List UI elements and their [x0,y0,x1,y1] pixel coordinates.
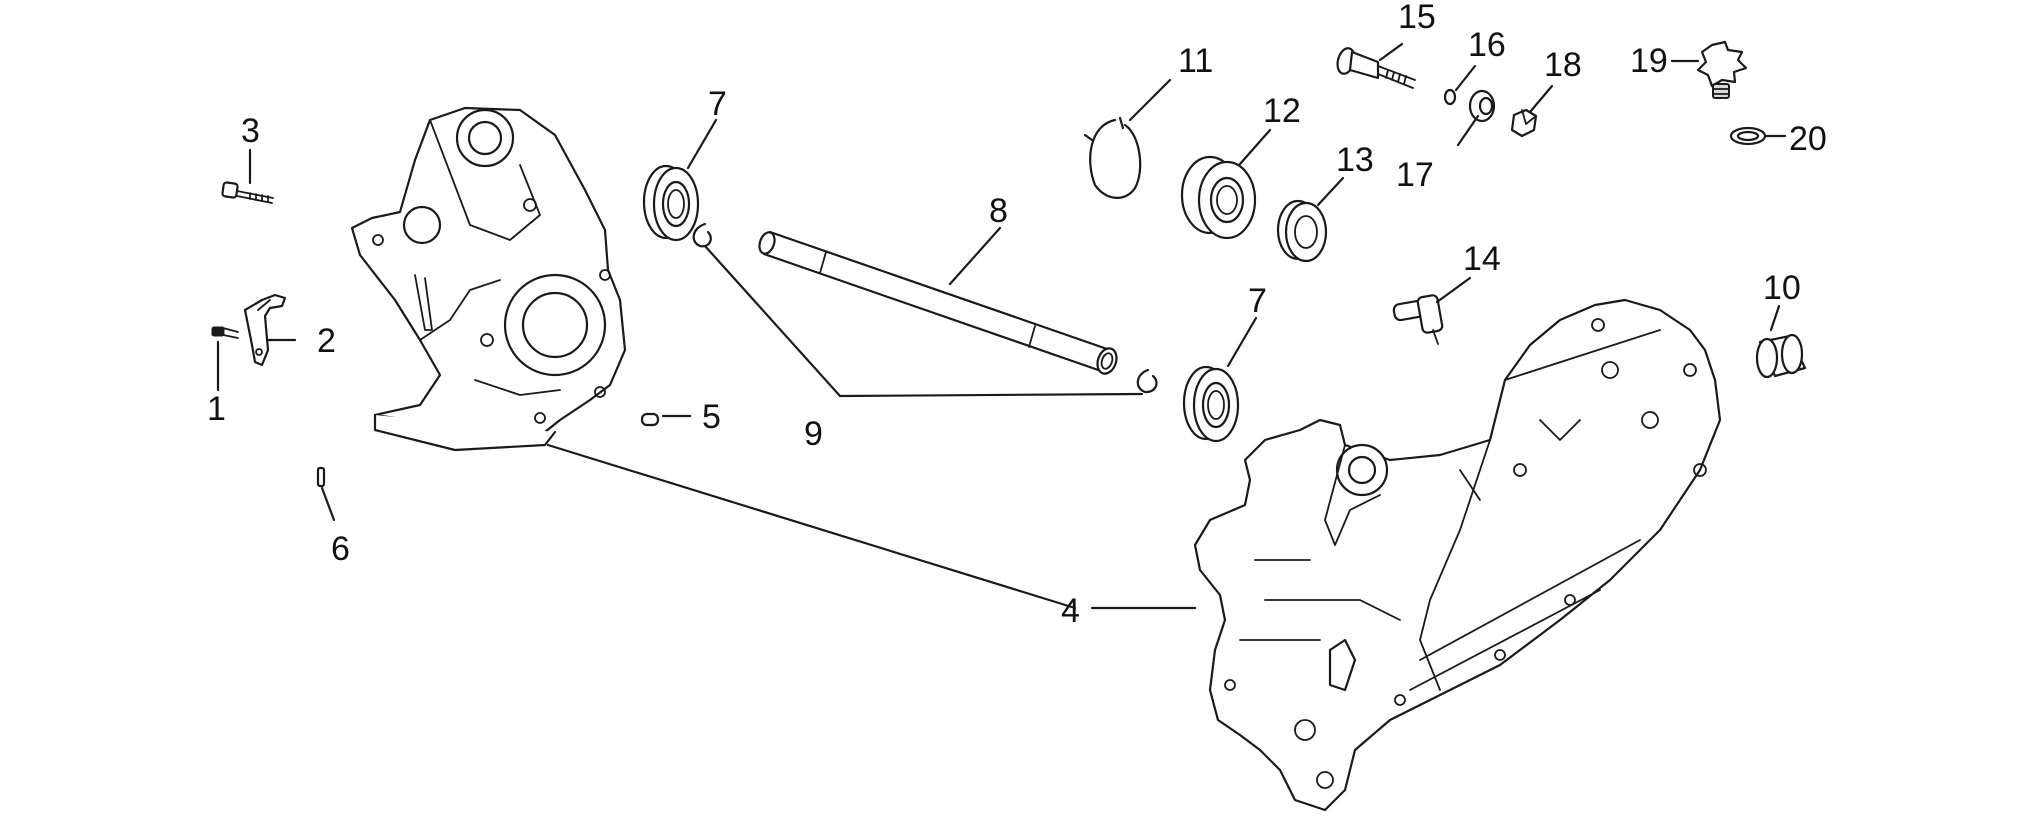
drain-plug-part-19 [1696,40,1748,99]
bearing-part-12 [1180,155,1257,240]
label-part-4: 4 [1061,592,1080,630]
label-part-9: 9 [804,415,823,453]
label-part-3: 3 [241,112,260,150]
washer-part-20 [1729,126,1767,146]
pin-part-6 [316,466,326,488]
bearing-part-7-top [642,164,700,242]
right-crankcase-half [1193,298,1722,812]
label-part-7-top: 7 [708,85,727,123]
bolt-part-3 [221,181,274,204]
label-part-2: 2 [317,322,336,360]
dowel-part-5 [640,412,660,427]
washer-part-17 [1468,89,1496,123]
label-part-18: 18 [1544,46,1582,84]
seal-part-13 [1276,199,1328,263]
label-part-20: 20 [1789,120,1827,158]
label-part-15: 15 [1398,0,1436,36]
label-part-8: 8 [989,192,1008,230]
label-part-19: 19 [1630,42,1668,80]
label-part-12: 12 [1263,92,1301,130]
circlip-part-9-right [1136,368,1158,394]
left-crankcase-half [350,106,627,452]
leader-lines [216,42,1787,610]
circlip-part-9-left [692,222,712,248]
label-part-11: 11 [1178,42,1213,80]
label-part-7-bottom: 7 [1248,282,1267,320]
label-part-13: 13 [1336,141,1374,179]
shaft-part-8 [758,230,1118,375]
nut-part-18 [1510,108,1538,138]
label-part-5: 5 [702,398,721,436]
elbow-fitting-part-14 [1392,294,1444,345]
label-part-6: 6 [331,530,350,568]
screw-part-1 [211,326,239,339]
label-part-16: 16 [1468,26,1506,64]
label-part-1: 1 [207,390,226,428]
shift-fork-part-2 [243,293,287,367]
label-part-14: 14 [1463,240,1501,278]
bearing-part-7-bottom [1182,365,1240,443]
bushing-part-10 [1755,333,1807,379]
o-ring-part-16 [1443,88,1457,106]
label-part-17: 17 [1396,156,1434,194]
circlip-part-11 [1083,116,1142,199]
bolt-part-15 [1336,47,1416,89]
label-part-10: 10 [1763,269,1801,307]
part-labels: 1 2 3 4 5 6 7 7 8 9 10 11 12 13 14 15 16… [207,0,1827,630]
